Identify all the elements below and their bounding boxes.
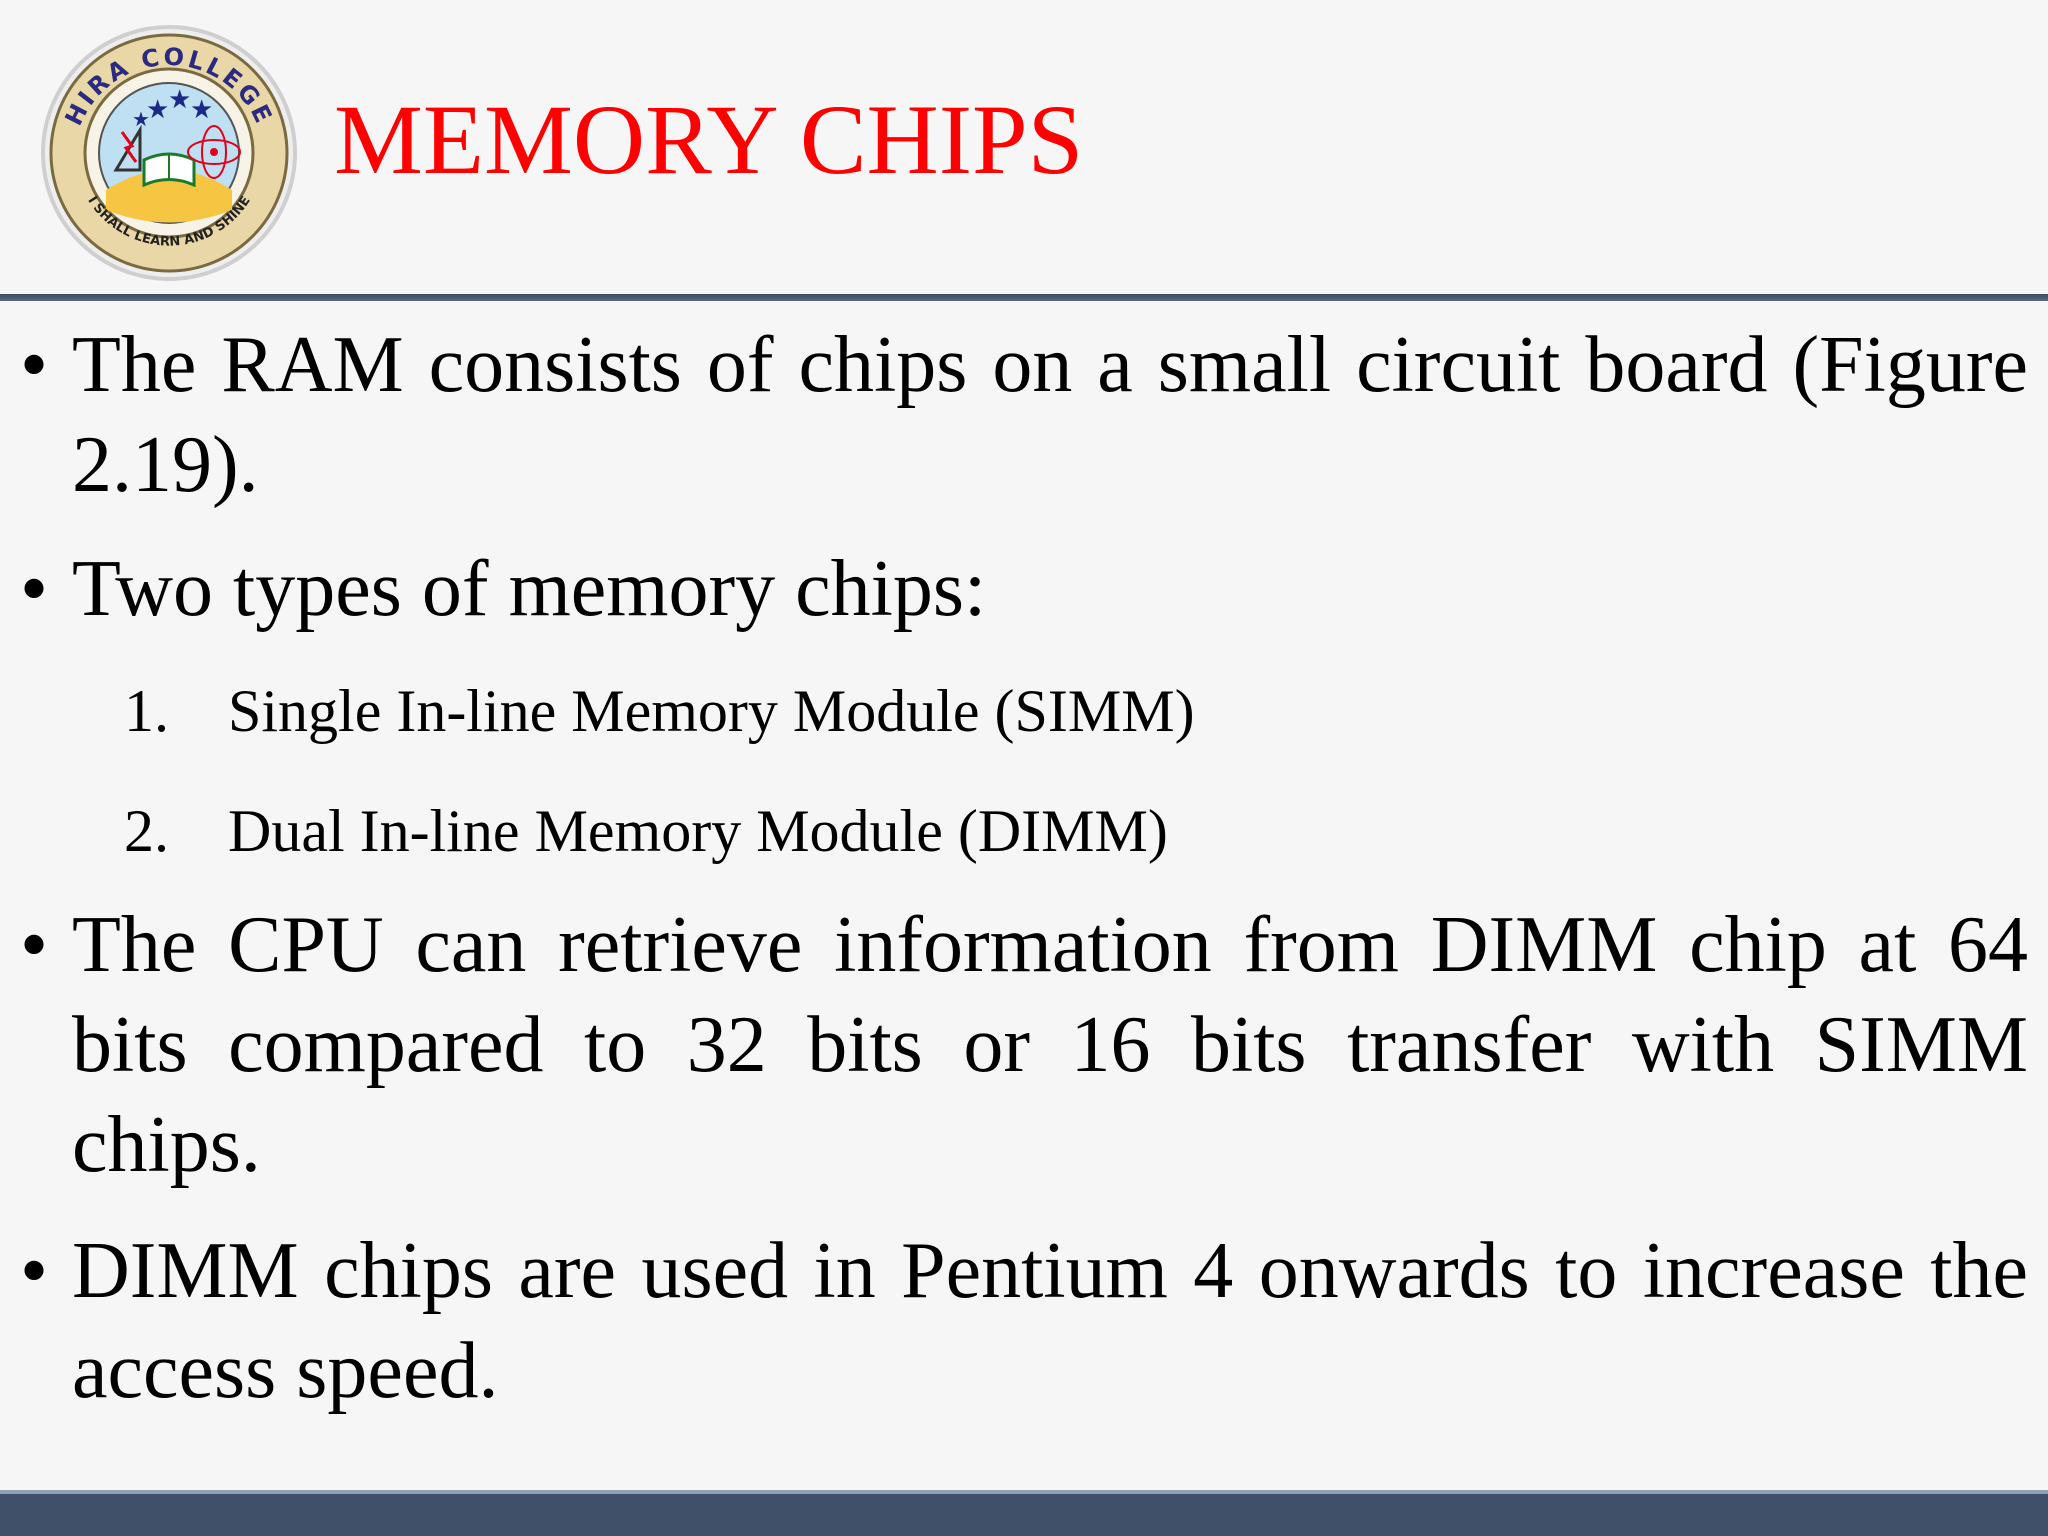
svg-text:★: ★	[132, 107, 150, 131]
bullet-text: The RAM consists of chips on a small cir…	[72, 321, 2028, 509]
footer-highlight	[0, 1490, 2048, 1494]
bullet-text: Two types of memory chips:	[72, 545, 987, 633]
title-divider	[0, 294, 2048, 301]
sub-list-item: 2. Dual In-line Memory Module (DIMM)	[0, 791, 2048, 871]
bullet-item: • The RAM consists of chips on a small c…	[0, 315, 2048, 515]
bullet-item: • Two types of memory chips:	[0, 539, 2048, 639]
slide-content: • The RAM consists of chips on a small c…	[0, 315, 2048, 1421]
bullet-dot: •	[20, 1227, 49, 1315]
bullet-text: DIMM chips are used in Pentium 4 onwards…	[72, 1227, 2028, 1415]
svg-text:★: ★	[190, 95, 213, 125]
college-logo: ★ ★ ★ ★ HIRA COLLEGE I SHALL LEARN AND S…	[36, 20, 302, 286]
sub-list-item: 1. Single In-line Memory Module (SIMM)	[0, 671, 2048, 751]
bullet-dot: •	[20, 545, 49, 633]
svg-text:★: ★	[168, 85, 191, 115]
bullet-dot: •	[20, 321, 49, 409]
bullet-dot: •	[20, 901, 49, 989]
bullet-item: • The CPU can retrieve information from …	[0, 895, 2048, 1195]
footer-bar	[0, 1494, 2048, 1536]
sub-list-number: 1.	[124, 678, 169, 744]
bullet-text: The CPU can retrieve information from DI…	[72, 901, 2028, 1189]
svg-text:★: ★	[146, 95, 169, 125]
bullet-item: • DIMM chips are used in Pentium 4 onwar…	[0, 1221, 2048, 1421]
slide-title: MEMORY CHIPS	[334, 84, 1084, 195]
sub-list-text: Single In-line Memory Module (SIMM)	[228, 678, 1195, 744]
sub-list-text: Dual In-line Memory Module (DIMM)	[228, 798, 1168, 864]
sub-list-number: 2.	[124, 798, 169, 864]
